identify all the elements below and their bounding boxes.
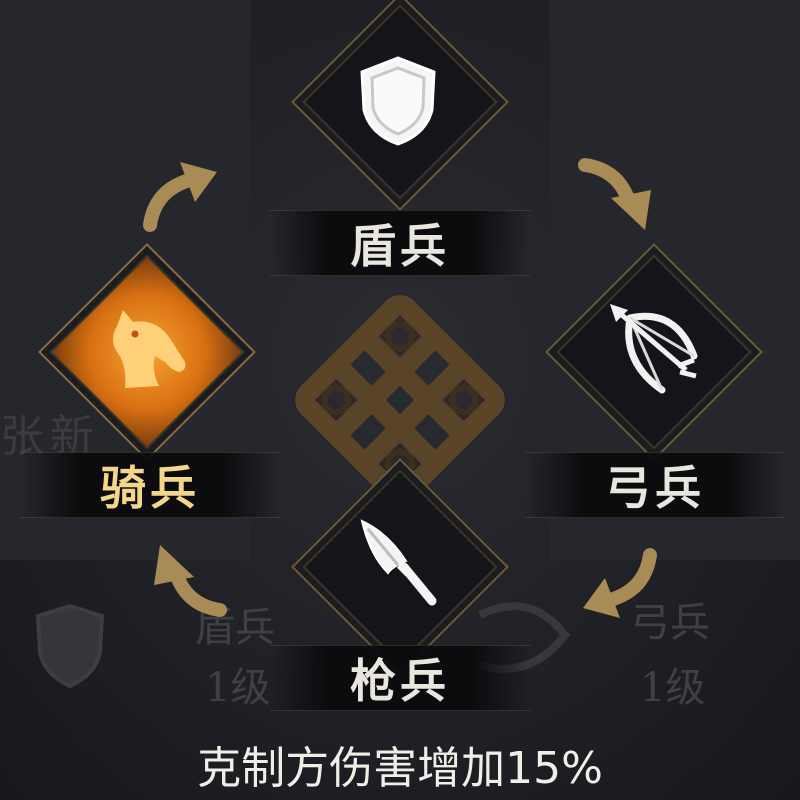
unit-node-shield[interactable] <box>291 0 509 211</box>
unit-label-shield: 盾兵 <box>270 210 530 276</box>
faded-archer-level: 1级 <box>640 665 706 711</box>
horse-icon <box>113 310 186 388</box>
unit-node-cavalry[interactable] <box>38 243 256 461</box>
unit-label-cavalry: 骑兵 <box>20 452 280 518</box>
bow-icon <box>610 304 698 394</box>
faded-shield-icon <box>35 603 105 689</box>
unit-node-spear[interactable] <box>291 458 509 676</box>
faded-archer-label: 弓兵 <box>630 600 710 646</box>
shield-icon <box>360 56 436 146</box>
unit-label-archer: 弓兵 <box>525 452 785 518</box>
arrow-up-right-icon <box>143 162 217 232</box>
spear-icon <box>360 519 437 606</box>
faded-shield-level: 1级 <box>205 665 271 711</box>
arrow-down-right-icon <box>578 158 651 230</box>
arrow-down-left-icon <box>583 548 657 618</box>
unit-node-archer[interactable] <box>545 243 763 461</box>
arrow-up-left-icon <box>154 545 227 617</box>
unit-label-spear: 枪兵 <box>270 645 530 711</box>
counter-bonus-caption: 克制方伤害增加15% <box>197 743 603 794</box>
center-knot-emblem <box>295 295 505 505</box>
